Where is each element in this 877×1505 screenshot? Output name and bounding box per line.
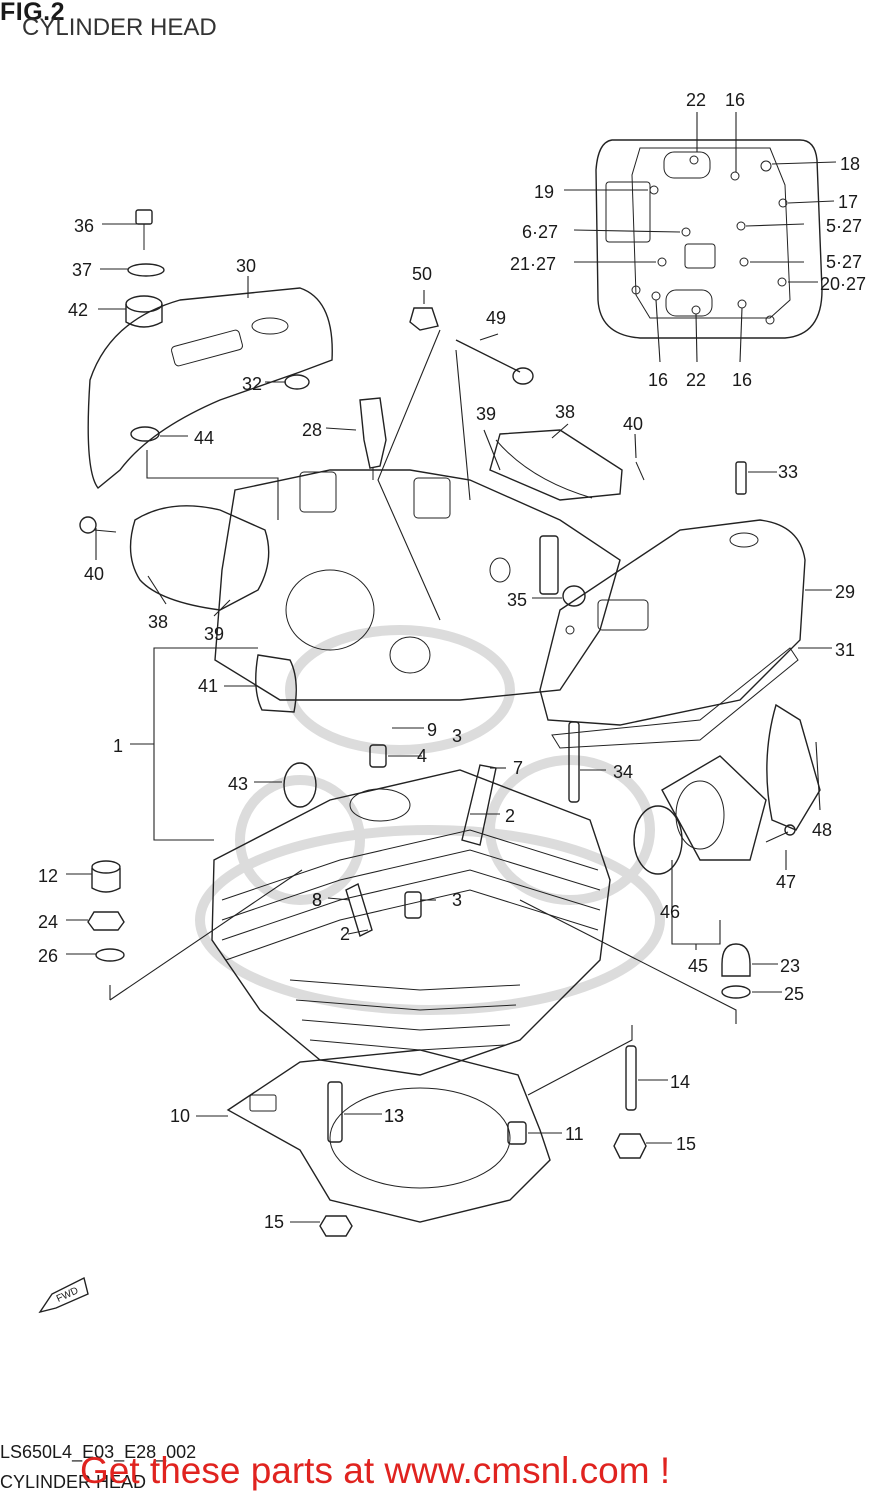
callout-39: 39 [204, 624, 224, 644]
head-cover-panel [595, 139, 823, 339]
callout-9: 9 [427, 720, 437, 740]
promo-link[interactable]: Get these parts at www.cmsnl.com ! [80, 1450, 671, 1491]
callout-18: 18 [840, 154, 860, 174]
callout-20-27: 20·27 [820, 274, 866, 294]
callout-38: 38 [148, 612, 168, 632]
callout-22: 22 [686, 90, 706, 110]
figure-number: FIG.2 [0, 0, 66, 26]
left-small-parts [87, 860, 125, 962]
callout-31: 31 [835, 640, 855, 660]
callout-23: 23 [780, 956, 800, 976]
callout-39: 39 [476, 404, 496, 424]
callout-2: 2 [340, 924, 350, 944]
fwd-arrow: FWD [38, 1276, 89, 1314]
callout-26: 26 [38, 946, 58, 966]
intake-parts [633, 703, 821, 875]
callout-28: 28 [302, 420, 322, 440]
callout-12: 12 [38, 866, 58, 886]
callout-16: 16 [732, 370, 752, 390]
upper-head-body [214, 307, 747, 701]
callout-24: 24 [38, 912, 58, 932]
callout-48: 48 [812, 820, 832, 840]
callout-19: 19 [534, 182, 554, 202]
right-small-parts [613, 943, 751, 1159]
svg-text:FWD: FWD [55, 1285, 80, 1305]
callout-3: 3 [452, 726, 462, 746]
callout-3: 3 [452, 890, 462, 910]
callout-34: 34 [613, 762, 633, 782]
callout-2: 2 [505, 806, 515, 826]
callout-10: 10 [170, 1106, 190, 1126]
side-cover [539, 519, 806, 803]
callout-25: 25 [784, 984, 804, 1004]
callout-35: 35 [507, 590, 527, 610]
callout-21-27: 21·27 [510, 254, 556, 274]
watermark [195, 625, 665, 1015]
callout-11: 11 [565, 1124, 584, 1144]
callout-8: 8 [312, 890, 322, 910]
callout-46: 46 [660, 902, 680, 922]
cylinder-head [211, 744, 611, 1076]
callout-43: 43 [228, 774, 248, 794]
callout-41: 41 [198, 676, 218, 696]
callout-22: 22 [686, 370, 706, 390]
callout-40: 40 [623, 414, 643, 434]
callout-38: 38 [555, 402, 575, 422]
callout-32: 32 [242, 374, 262, 394]
figure-title: CYLINDER HEAD [22, 14, 217, 41]
callout-16: 16 [648, 370, 668, 390]
callout-4: 4 [417, 746, 427, 766]
diagram-code: LS650L4_E03_E28_002 [0, 1442, 197, 1462]
callout-40: 40 [84, 564, 104, 584]
callout-49: 49 [486, 308, 506, 328]
callout-13: 13 [384, 1106, 404, 1126]
callout-50: 50 [412, 264, 432, 284]
callout-6-27: 6·27 [522, 222, 558, 242]
cylinder-base-gasket [226, 1049, 551, 1237]
callout-17: 17 [838, 192, 858, 212]
callout-44: 44 [194, 428, 214, 448]
callout-15: 15 [264, 1212, 284, 1232]
callout-5-27: 5·27 [826, 216, 862, 236]
callout-30: 30 [236, 256, 256, 276]
callout-37: 37 [72, 260, 92, 280]
callout-5-27: 5·27 [826, 252, 862, 272]
callout-15: 15 [676, 1134, 696, 1154]
diagram-name: CYLINDER HEAD [0, 1472, 147, 1492]
callout-8: 8 [312, 890, 322, 910]
leader-lines [66, 112, 837, 1223]
callout-7: 7 [513, 758, 523, 778]
callout-1: 1 [113, 736, 123, 756]
rocker-cover-parts [79, 209, 333, 808]
callout-36: 36 [74, 216, 94, 236]
callout-29: 29 [835, 582, 855, 602]
callout-16: 16 [725, 90, 745, 110]
callout-45: 45 [688, 956, 708, 976]
callout-33: 33 [778, 462, 798, 482]
callout-14: 14 [670, 1072, 690, 1092]
callout-47: 47 [776, 872, 796, 892]
callout-13: 13 [384, 1106, 404, 1126]
callout-42: 42 [68, 300, 88, 320]
callout-labels: 1223345·275·276·277889101112131314151516… [38, 90, 866, 1232]
